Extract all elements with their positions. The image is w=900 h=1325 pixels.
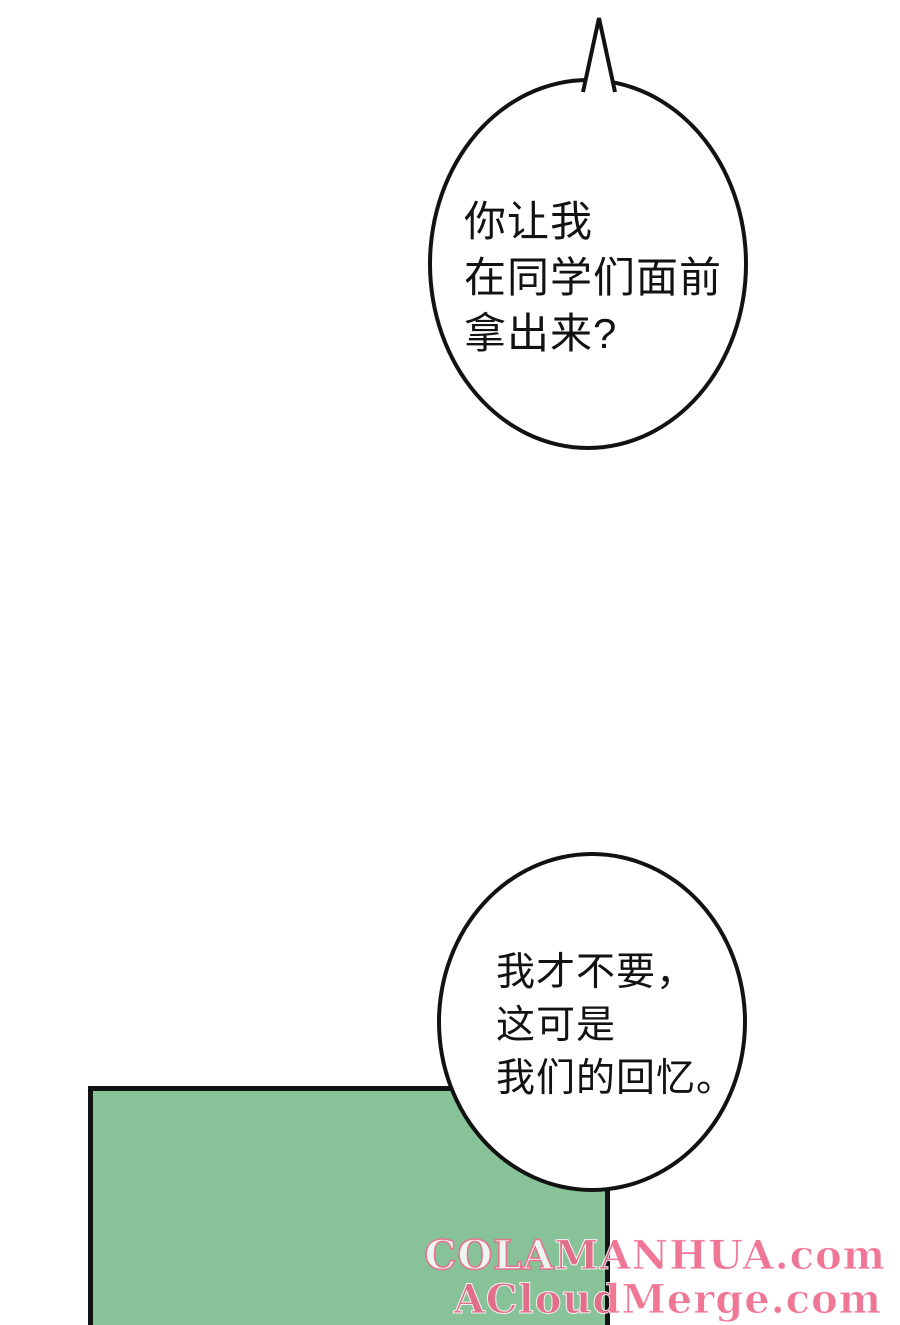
speech-line: 我才不要， [496, 951, 697, 994]
speech-bubble-tail [581, 17, 617, 93]
speech-line: 我们的回忆。 [496, 1057, 737, 1100]
speech-text-top: 你让我 在同学们面前 拿出来? [464, 194, 722, 362]
speech-line: 在同学们面前 [464, 254, 723, 301]
speech-line: 这可是 [496, 1004, 617, 1047]
speech-line: 拿出来? [464, 310, 618, 357]
speech-bubble-top: 你让我 在同学们面前 拿出来? [428, 78, 748, 450]
speech-line: 你让我 [464, 198, 594, 245]
speech-text-bottom: 我才不要， 这可是 我们的回忆。 [496, 946, 736, 1105]
speech-bubble-bottom: 我才不要， 这可是 我们的回忆。 [437, 852, 747, 1192]
